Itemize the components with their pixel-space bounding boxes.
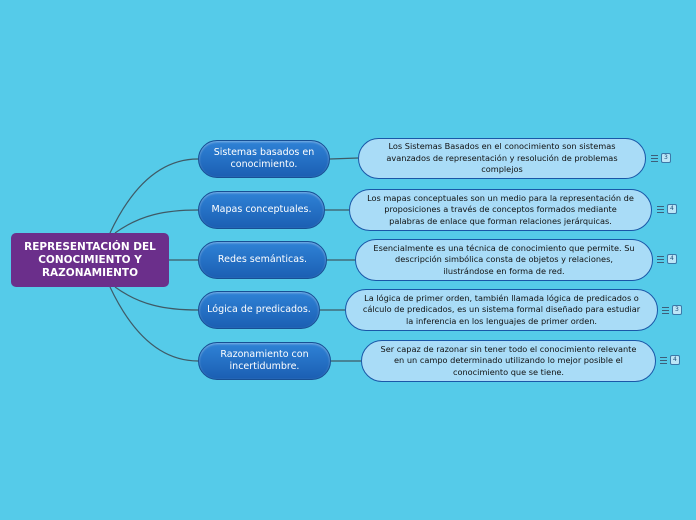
notes-indicator[interactable]: 4 <box>660 355 680 365</box>
topic-label: Redes semánticas. <box>217 254 308 265</box>
topic-label: Lógica de predicados. <box>207 304 311 315</box>
connector-topic-desc-1 <box>329 157 359 160</box>
notes-indicator[interactable]: 4 <box>657 254 677 264</box>
description-logica-predicados[interactable]: La lógica de primer orden, también llama… <box>345 289 658 331</box>
description-text: Los mapas conceptuales son un medio para… <box>367 192 634 226</box>
topic-logica-predicados[interactable]: Lógica de predicados. <box>198 291 320 329</box>
topic-label: Mapas conceptuales. <box>211 204 312 215</box>
notes-count: 4 <box>670 355 680 365</box>
notes-icon <box>660 356 667 364</box>
notes-indicator[interactable]: 3 <box>662 305 682 315</box>
topic-label: Sistemas basados en conocimiento. <box>213 147 315 170</box>
central-topic[interactable]: REPRESENTACIÓN DEL CONOCIMIENTO Y RAZONA… <box>11 233 169 287</box>
connector-central-topic-2 <box>114 209 199 234</box>
notes-count: 4 <box>667 254 677 264</box>
notes-count: 3 <box>661 153 671 163</box>
topic-sistemas-basados[interactable]: Sistemas basados en conocimiento. <box>198 140 330 178</box>
description-sistemas-basados[interactable]: Los Sistemas Basados en el conocimiento … <box>358 138 646 179</box>
description-text: Ser capaz de razonar sin tener todo el c… <box>380 343 637 377</box>
topic-redes-semanticas[interactable]: Redes semánticas. <box>198 241 327 279</box>
notes-indicator[interactable]: 3 <box>651 153 671 163</box>
description-text: La lógica de primer orden, también llama… <box>362 292 641 326</box>
description-text: Esencialmente es una técnica de conocimi… <box>373 242 635 276</box>
notes-icon <box>657 255 664 263</box>
connector-central-topic-1 <box>109 158 199 234</box>
notes-count: 3 <box>672 305 682 315</box>
central-topic-label: REPRESENTACIÓN DEL CONOCIMIENTO Y RAZONA… <box>24 240 156 279</box>
topic-label: Razonamiento con incertidumbre. <box>220 349 309 372</box>
connector-central-topic-5 <box>109 286 199 362</box>
description-text: Los Sistemas Basados en el conocimiento … <box>386 141 618 175</box>
description-mapas-conceptuales[interactable]: Los mapas conceptuales son un medio para… <box>349 189 652 231</box>
notes-icon <box>651 154 658 162</box>
connector-central-topic-4 <box>114 286 199 311</box>
description-redes-semanticas[interactable]: Esencialmente es una técnica de conocimi… <box>355 239 653 281</box>
notes-count: 4 <box>667 204 677 214</box>
notes-icon <box>662 306 669 314</box>
description-razonamiento-incertidumbre[interactable]: Ser capaz de razonar sin tener todo el c… <box>361 340 656 382</box>
notes-indicator[interactable]: 4 <box>657 204 677 214</box>
topic-mapas-conceptuales[interactable]: Mapas conceptuales. <box>198 191 325 229</box>
notes-icon <box>657 205 664 213</box>
topic-razonamiento-incertidumbre[interactable]: Razonamiento con incertidumbre. <box>198 342 331 380</box>
